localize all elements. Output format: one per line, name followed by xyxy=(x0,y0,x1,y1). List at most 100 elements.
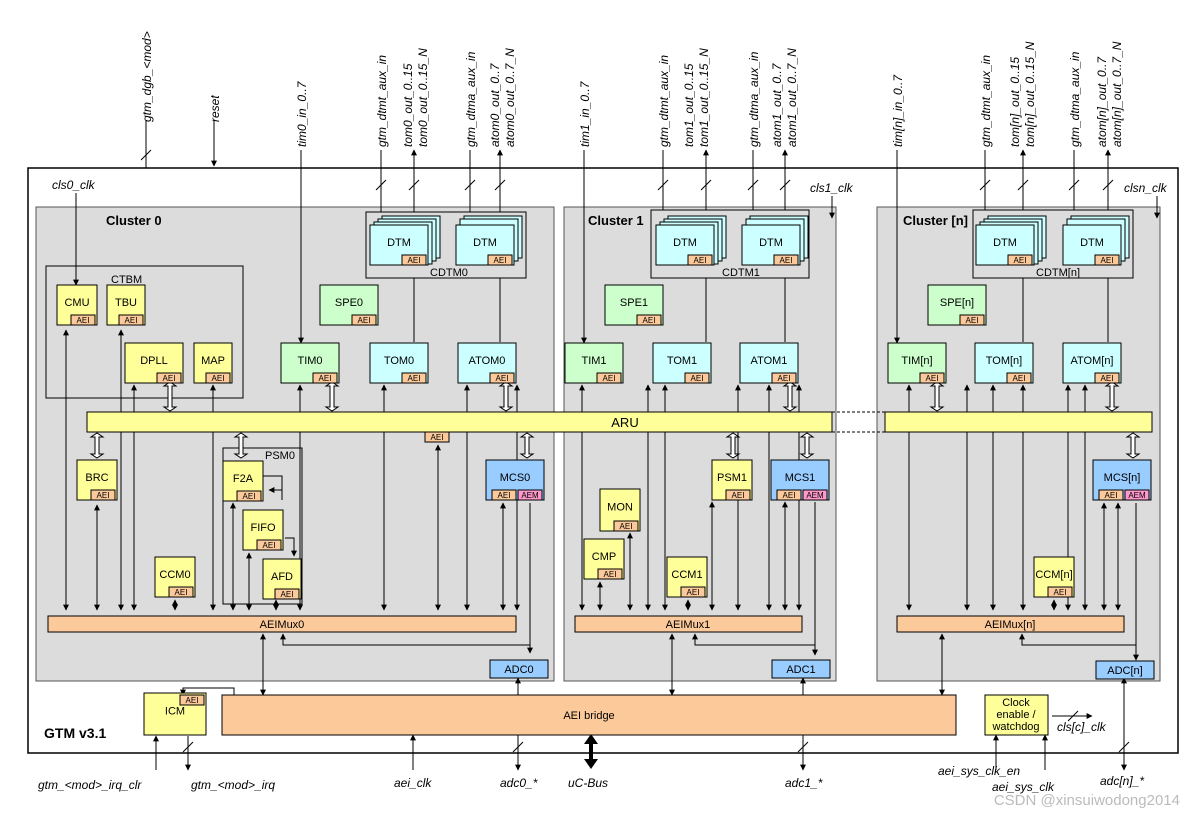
adc1-block[interactable]: ADC1 xyxy=(771,659,831,679)
signal-tomn-out-n: tom[n]_out_0..15_N xyxy=(1023,41,1037,147)
tom1-aei-text: AEI xyxy=(691,374,704,383)
dtmna-aei-text: AEI xyxy=(1014,256,1027,265)
dtm1a-label: DTM xyxy=(673,237,697,249)
atom0-label: ATOM0 xyxy=(469,355,506,367)
mon-aei-text: AEI xyxy=(620,522,633,531)
mcs0-aem-text: AEM xyxy=(521,491,539,500)
signal-dtmt-aux1: gtm_dtmt_aux_in xyxy=(657,55,671,147)
signal-atom0-out-n: atom0_out_0..7_N xyxy=(503,48,517,147)
dtmnb-label: DTM xyxy=(1080,237,1104,249)
signal-dtma-aux0: gtm_dtma_aux_in xyxy=(464,51,478,147)
ccm1-aei-text: AEI xyxy=(687,588,700,597)
tbu-label: TBU xyxy=(115,297,137,309)
clock-watchdog-line3: watchdog xyxy=(991,721,1039,733)
clock-watchdog-line2: enable / xyxy=(996,709,1036,721)
spen-block[interactable]: SPE[n]AEI xyxy=(927,284,987,326)
aeimux0-label: AEIMux0 xyxy=(260,619,305,631)
atom0-aei-text: AEI xyxy=(496,374,509,383)
dtm1b-aei-text: AEI xyxy=(780,256,793,265)
aru-ports xyxy=(89,381,1141,459)
signal-gtm-dgb: gtm_dgb_<mod> xyxy=(140,31,154,122)
timn-aei-text: AEI xyxy=(926,374,939,383)
signal-timn-in: tim[n]_in_0..7 xyxy=(891,74,905,147)
icm-aei-tag xyxy=(179,694,205,706)
watermark: CSDN @xinsuiwodong2014 xyxy=(994,792,1180,809)
aei-bridge[interactable] xyxy=(221,694,957,736)
signal-tom1-out-n: tom1_out_0..15_N xyxy=(697,48,711,147)
tomn-label: TOM[n] xyxy=(986,355,1022,367)
tom1-label: TOM1 xyxy=(667,355,697,367)
aeimux0-bar[interactable] xyxy=(47,615,517,633)
aeimux1-bar[interactable] xyxy=(574,615,803,633)
tom1-aei-tag xyxy=(684,372,710,384)
mcsn-aei-tag xyxy=(1098,489,1124,501)
map-aei-tag xyxy=(205,372,231,384)
tom0-label: TOM0 xyxy=(384,355,414,367)
adc0-block[interactable]: ADC0 xyxy=(489,659,549,679)
signal-atom1-out: atom1_out_0..7 xyxy=(770,62,784,147)
mcs0-label: MCS0 xyxy=(500,472,531,484)
psm1-aei-tag xyxy=(725,489,751,501)
f2a-aei-tag xyxy=(236,490,262,502)
cluster-1-label: Cluster 1 xyxy=(588,213,644,228)
top-signal-labels: gtm_dgb_<mod> reset tim0_in_0..7 gtm_dtm… xyxy=(140,31,1124,147)
mcs1-aem-text: AEM xyxy=(806,491,824,500)
atomn-block[interactable]: ATOM[n]AEI xyxy=(1062,342,1122,384)
tim0-aei-text: AEI xyxy=(319,374,332,383)
signal-irq: gtm_<mod>_irq xyxy=(191,778,275,792)
cluster-n xyxy=(876,206,1161,682)
clock-cls0: cls0_clk xyxy=(52,178,96,192)
adcn-block[interactable]: ADC[n] xyxy=(1095,660,1155,680)
dtm1a-block[interactable]: DTM AEI xyxy=(655,224,715,266)
aru-aei-tag xyxy=(424,431,450,443)
spen-aei-tag xyxy=(959,314,985,326)
mcsn-aem-tag xyxy=(1124,489,1150,501)
atomn-aei-tag xyxy=(1094,372,1120,384)
tomn-block[interactable]: TOM[n]AEI xyxy=(974,342,1034,384)
timn-block[interactable]: TIM[n]AEI xyxy=(887,342,947,384)
dtm1a-aei-text: AEI xyxy=(694,256,707,265)
signal-tom0-out-n: tom0_out_0..15_N xyxy=(416,48,430,147)
brc-aei-text: AEI xyxy=(97,491,110,500)
mcs1-label: MCS1 xyxy=(785,472,816,484)
dpll-aei-text: AEI xyxy=(163,374,176,383)
clock-watchdog-block[interactable]: Clock enable / watchdog xyxy=(984,694,1049,736)
aeimuxn-bar[interactable] xyxy=(896,615,1125,633)
tom0-aei-tag xyxy=(401,372,427,384)
tim1-aei-tag xyxy=(596,372,622,384)
ccmn-block[interactable]: CCM[n]AEI xyxy=(1033,556,1075,598)
spe0-label: SPE0 xyxy=(335,297,363,309)
signal-dtmt-aux0: gtm_dtmt_aux_in xyxy=(375,55,389,147)
adc0-box xyxy=(489,659,549,679)
